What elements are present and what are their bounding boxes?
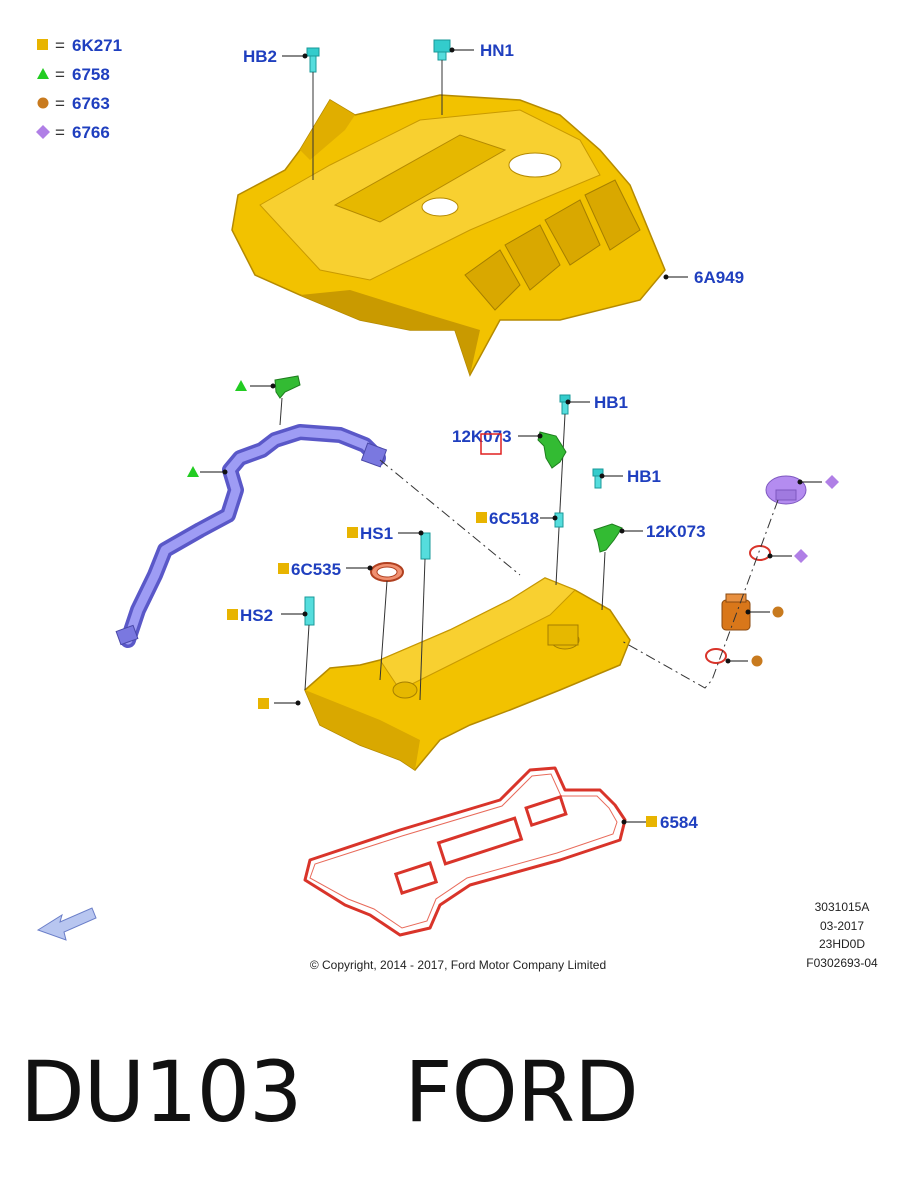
marker-diamond-icon xyxy=(825,475,839,489)
nut-hn1-icon xyxy=(433,39,451,115)
bolt-hb1-icon xyxy=(555,394,571,586)
legend-triangle-icon xyxy=(37,68,49,79)
legend-circle-icon xyxy=(37,97,49,109)
marker-square-icon-hs2 xyxy=(227,609,238,620)
legend-eq-4: = xyxy=(55,123,65,142)
marker-square-icon-hs1 xyxy=(347,527,358,538)
meta-codes: 3031015A 03-2017 23HD0D F0302693-04 xyxy=(806,900,878,970)
seal-6c535-icon xyxy=(370,562,404,681)
gasket-6584 xyxy=(303,766,627,937)
marker-triangle-icon xyxy=(235,380,247,391)
label-hn1: HN1 xyxy=(480,41,514,60)
label-hs1: HS1 xyxy=(360,524,393,543)
marker-circle-icon xyxy=(772,606,784,618)
legend-code-3: 6763 xyxy=(72,94,110,113)
legend-eq-2: = xyxy=(55,65,65,84)
label-6a949: 6A949 xyxy=(694,268,744,287)
legend-code-2: 6758 xyxy=(72,65,110,84)
oil-cap-icon xyxy=(765,475,807,505)
label-6c535: 6C535 xyxy=(291,560,341,579)
breather-hose xyxy=(115,424,388,648)
marker-square-icon-6c518 xyxy=(476,512,487,523)
meta-code-2: 03-2017 xyxy=(820,919,864,933)
legend-diamond-icon xyxy=(36,125,50,139)
sensor-12k073-b-icon xyxy=(593,523,623,611)
marker-triangle-icon-2 xyxy=(187,466,199,477)
legend-eq-3: = xyxy=(55,94,65,113)
meta-code-4: F0302693-04 xyxy=(806,956,878,970)
legend-square-icon xyxy=(37,39,48,50)
marker-square-icon xyxy=(258,698,269,709)
highlight-box xyxy=(480,433,502,455)
stud-hs2-icon xyxy=(304,596,315,691)
marker-circle-icon-2 xyxy=(751,655,763,667)
label-6584: 6584 xyxy=(660,813,698,832)
meta-code-1: 3031015A xyxy=(815,900,870,914)
label-12k073-b: 12K073 xyxy=(646,522,706,541)
label-hb2: HB2 xyxy=(243,47,277,66)
hose-clip-icon xyxy=(274,375,301,426)
marker-square-icon-6584 xyxy=(646,816,657,827)
stud-hs1-icon xyxy=(419,532,431,701)
marker-square-icon-6c535 xyxy=(278,563,289,574)
o-ring-icon-2 xyxy=(705,648,727,664)
front-direction-arrow-icon xyxy=(36,907,97,941)
meta-code-3: 23HD0D xyxy=(819,937,865,951)
marker-diamond-icon-2 xyxy=(794,549,808,563)
label-hs2: HS2 xyxy=(240,606,273,625)
label-6c518: 6C518 xyxy=(489,509,539,528)
o-ring-icon xyxy=(749,545,771,561)
parts-diagram: = 6K271 = 6758 = 6763 = 6766 6A949 HB2 xyxy=(36,36,878,972)
legend: = 6K271 = 6758 = 6763 = 6766 xyxy=(36,36,122,142)
valve-cover xyxy=(304,577,631,771)
bolt-hb1-mid-icon xyxy=(592,468,604,489)
legend-code-1: 6K271 xyxy=(72,36,122,55)
footer-title: DU103 FORD xyxy=(20,1043,639,1141)
copyright: © Copyright, 2014 - 2017, Ford Motor Com… xyxy=(310,958,606,972)
legend-code-4: 6766 xyxy=(72,123,110,142)
bolt-hb2-icon xyxy=(306,47,320,180)
label-hb1-mid: HB1 xyxy=(627,467,661,486)
sensor-12k073-a-icon xyxy=(537,431,567,469)
label-12k073-a: 12K073 xyxy=(452,427,512,446)
engine-cover xyxy=(231,94,666,377)
label-hb1-top: HB1 xyxy=(594,393,628,412)
legend-eq-1: = xyxy=(55,36,65,55)
